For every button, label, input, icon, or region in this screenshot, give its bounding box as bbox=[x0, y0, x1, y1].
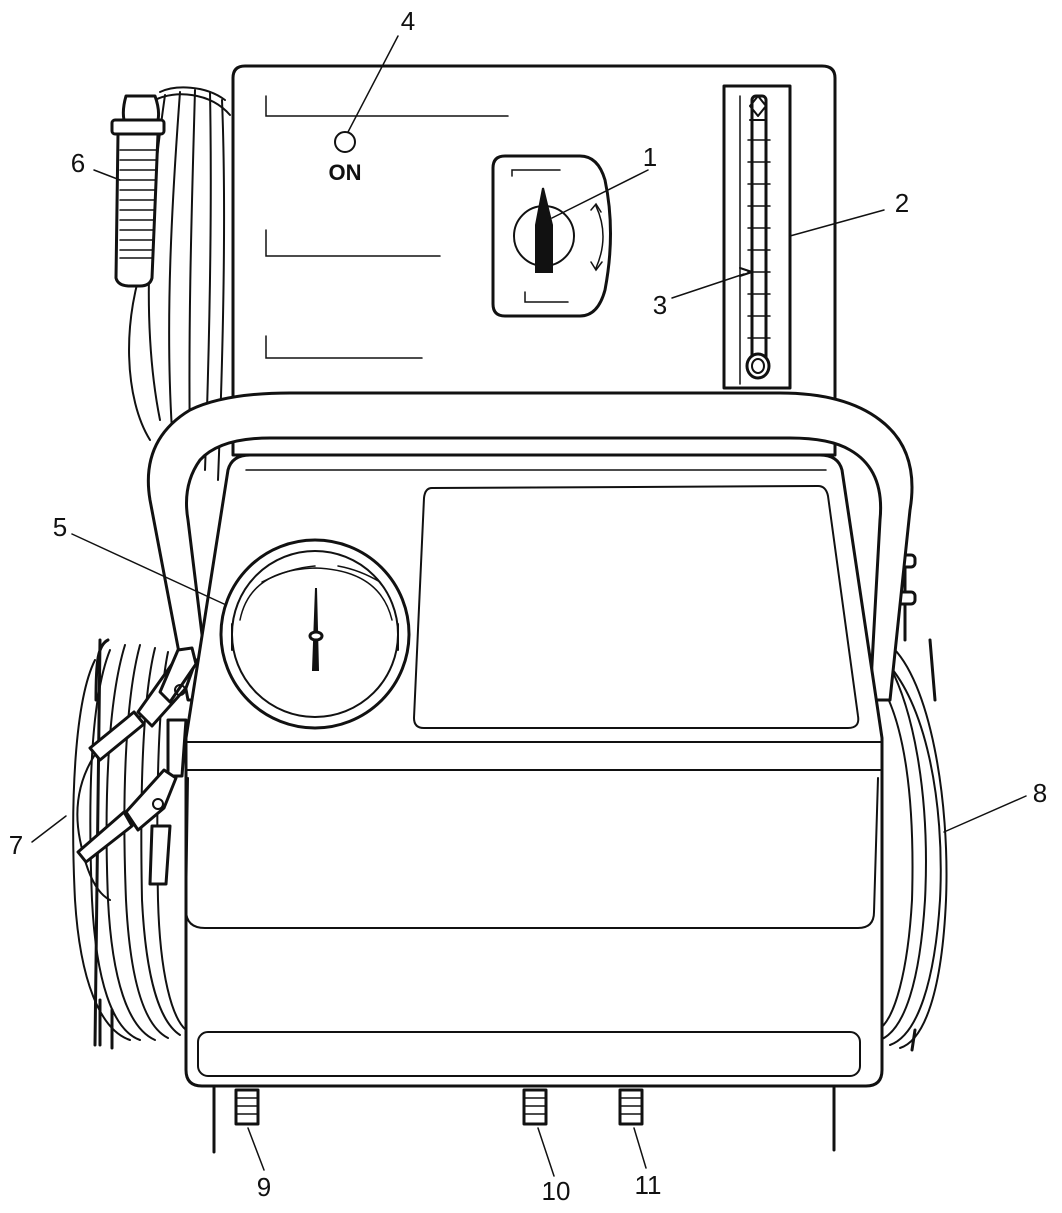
callout-1: 1 bbox=[643, 142, 657, 172]
fitting-9 bbox=[234, 1088, 260, 1126]
indicator-label: ON bbox=[329, 160, 362, 185]
callout-6: 6 bbox=[71, 148, 85, 178]
coiled-hose-right bbox=[877, 553, 948, 1052]
callout-numbers: 1 2 3 4 5 6 7 8 9 10 11 bbox=[9, 6, 1047, 1206]
callout-3: 3 bbox=[653, 290, 667, 320]
carry-handle bbox=[146, 391, 914, 702]
callout-4: 4 bbox=[401, 6, 415, 36]
switch-knob bbox=[535, 187, 553, 273]
callout-7: 7 bbox=[9, 830, 23, 860]
callout-9: 9 bbox=[257, 1172, 271, 1202]
fitting-10 bbox=[522, 1088, 548, 1126]
callout-leaders bbox=[31, 35, 1027, 1177]
fitting-11 bbox=[618, 1088, 644, 1126]
flow-meter bbox=[722, 84, 792, 390]
indicator-lamp bbox=[334, 131, 356, 153]
callout-8: 8 bbox=[1033, 778, 1047, 808]
on-indicator: ON bbox=[329, 131, 362, 185]
pressure-gauge bbox=[219, 538, 411, 730]
battery-clamps bbox=[76, 646, 198, 901]
top-cover-panel bbox=[413, 485, 860, 729]
hose-end-fitting bbox=[110, 94, 166, 288]
callout-10: 10 bbox=[542, 1176, 571, 1206]
gauge-needle bbox=[311, 587, 320, 671]
callout-11: 11 bbox=[635, 1170, 662, 1200]
rotary-switch bbox=[491, 154, 612, 318]
base-panel bbox=[197, 1031, 861, 1077]
callout-2: 2 bbox=[895, 188, 909, 218]
legs-and-fittings bbox=[212, 1086, 836, 1154]
callout-5: 5 bbox=[53, 512, 67, 542]
